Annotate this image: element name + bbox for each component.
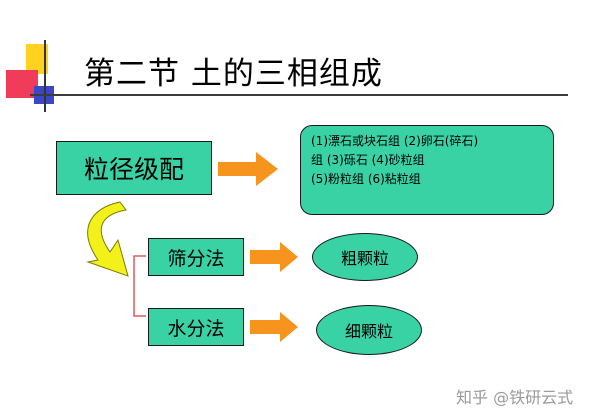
watermark: 知乎 @铁研云式 xyxy=(456,388,574,407)
grain-groups-line: (5)粉粒组 (6)粘粒组 xyxy=(311,172,421,186)
title-underline xyxy=(30,94,568,96)
water-method-box: 水分法 xyxy=(148,308,244,346)
arrow-right-icon xyxy=(218,152,278,186)
coarse-grain-label: 粗颗粒 xyxy=(340,249,389,268)
gradation-box: 粒径级配 xyxy=(56,141,212,195)
fine-grain-ellipse: 细颗粒 xyxy=(316,305,422,355)
decor-red-square xyxy=(6,70,38,98)
sieve-method-label: 筛分法 xyxy=(167,247,225,270)
sieve-method-box: 筛分法 xyxy=(148,238,244,276)
coarse-grain-ellipse: 粗颗粒 xyxy=(312,233,418,281)
grain-groups-box: (1)漂石或块石组 (2)卵石(碎石) 组 (3)砾石 (4)砂粒组 (5)粉粒… xyxy=(300,125,554,215)
grain-groups-line: 组 (3)砾石 (4)砂粒组 xyxy=(311,153,425,167)
slide-title: 第二节 土的三相组成 xyxy=(84,56,383,92)
arrow-right-icon xyxy=(250,312,298,342)
bracket-connector xyxy=(133,255,146,317)
decor-vertical-line xyxy=(44,40,46,112)
arrow-right-icon xyxy=(250,242,298,272)
grain-groups-line: (1)漂石或块石组 (2)卵石(碎石) xyxy=(311,134,479,148)
curved-arrow-icon xyxy=(86,201,129,277)
gradation-label: 粒径级配 xyxy=(83,155,184,184)
fine-grain-label: 细颗粒 xyxy=(344,322,393,341)
water-method-label: 水分法 xyxy=(167,317,225,340)
decor-yellow-square xyxy=(26,44,48,74)
